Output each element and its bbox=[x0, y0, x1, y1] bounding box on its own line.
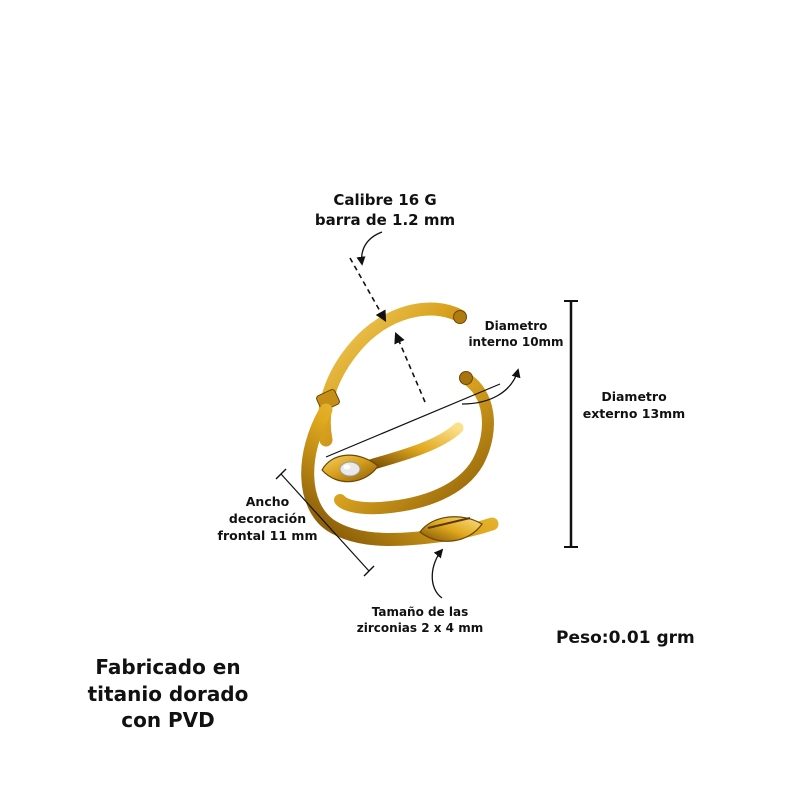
curved-arrow-icon bbox=[356, 231, 383, 266]
inner-hoop bbox=[334, 372, 494, 515]
outer-diameter-label: Diametro externo 13mm bbox=[582, 389, 686, 421]
gauge-dashed-arrow bbox=[349, 257, 387, 322]
zirconia-setting-right bbox=[419, 516, 483, 542]
weight-label: Peso:0.01 grm bbox=[556, 628, 695, 648]
curved-arrow-icon bbox=[431, 548, 444, 599]
gauge-dashed-arrow-inner bbox=[394, 331, 426, 403]
material-label: Fabricado en titanio dorado con PVD bbox=[87, 655, 249, 733]
upper-hoop bbox=[317, 302, 467, 447]
front-width-bar bbox=[275, 468, 375, 577]
inner-hoop-end bbox=[459, 371, 473, 385]
middle-band bbox=[364, 422, 464, 471]
inner-diameter-label: Diametro interno 10mm bbox=[468, 319, 564, 350]
outer-diameter-bar bbox=[564, 300, 578, 548]
gauge-label: Calibre 16 G barra de 1.2 mm bbox=[314, 191, 456, 230]
zirconia-size-label: Tamaño de las zirconias 2 x 4 mm bbox=[356, 605, 484, 636]
inner-diameter-line bbox=[325, 383, 501, 458]
gold-double-hoop-piercing-icon bbox=[301, 302, 499, 546]
front-width-label: Ancho decoración frontal 11 mm bbox=[217, 494, 318, 543]
upper-hoop-end bbox=[453, 310, 467, 324]
curved-arrow-icon bbox=[461, 368, 521, 405]
zirconia-setting-left bbox=[321, 454, 379, 483]
